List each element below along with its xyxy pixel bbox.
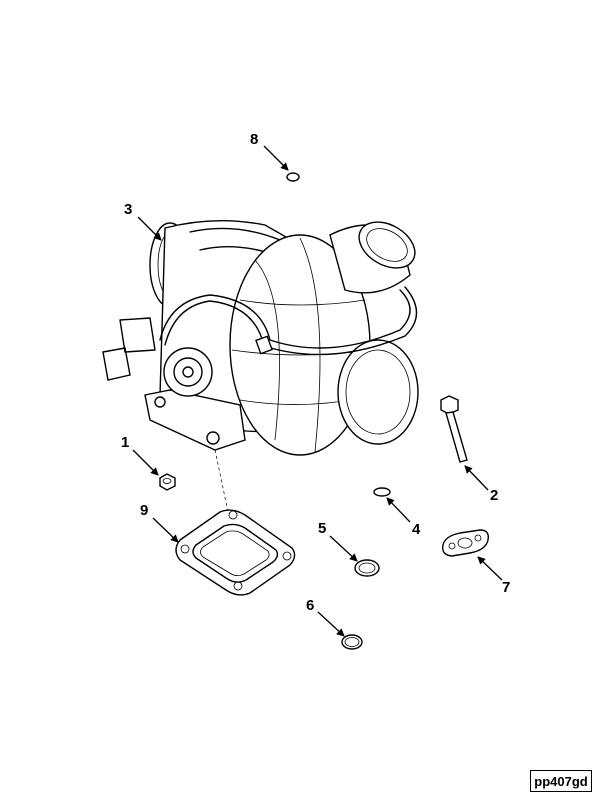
gasket-7 bbox=[442, 529, 490, 557]
o-ring-small bbox=[286, 172, 300, 182]
callout-9: 9 bbox=[140, 502, 148, 519]
callout-7: 7 bbox=[502, 579, 510, 596]
seal-ring-5 bbox=[354, 559, 380, 577]
capscrew bbox=[440, 395, 468, 463]
leader-1 bbox=[132, 449, 159, 476]
o-ring-4 bbox=[373, 487, 391, 497]
leader-6 bbox=[317, 611, 345, 637]
leader-8 bbox=[263, 145, 289, 171]
callout-5: 5 bbox=[318, 520, 326, 537]
callout-1: 1 bbox=[121, 434, 129, 451]
leader-7 bbox=[477, 556, 503, 581]
turbocharger-assembly bbox=[102, 219, 419, 456]
seal-ring-6 bbox=[341, 634, 363, 650]
leader-lines bbox=[132, 145, 503, 637]
callout-4: 4 bbox=[412, 521, 421, 538]
callout-2: 2 bbox=[490, 487, 498, 504]
callout-6: 6 bbox=[306, 597, 314, 614]
leader-3 bbox=[137, 216, 162, 241]
leader-9 bbox=[152, 517, 179, 543]
gasket-9 bbox=[175, 509, 296, 596]
callout-numbers: 1 2 3 4 5 6 7 8 9 bbox=[121, 131, 510, 614]
reference-code-label: pp407gd bbox=[530, 770, 592, 792]
hex-nut bbox=[159, 473, 176, 491]
callout-3: 3 bbox=[124, 201, 132, 218]
leader-5 bbox=[329, 535, 358, 562]
callout-8: 8 bbox=[250, 131, 258, 148]
leader-4 bbox=[386, 497, 411, 523]
leader-2 bbox=[464, 465, 489, 491]
